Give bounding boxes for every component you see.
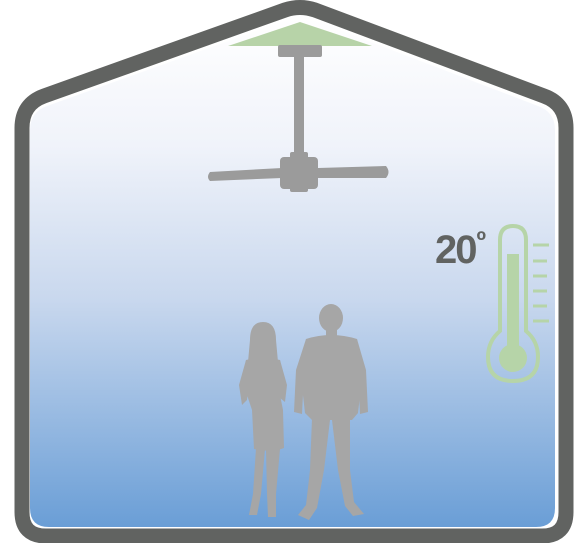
temperature-value: 20 [435,228,476,272]
room-interior [30,18,555,527]
